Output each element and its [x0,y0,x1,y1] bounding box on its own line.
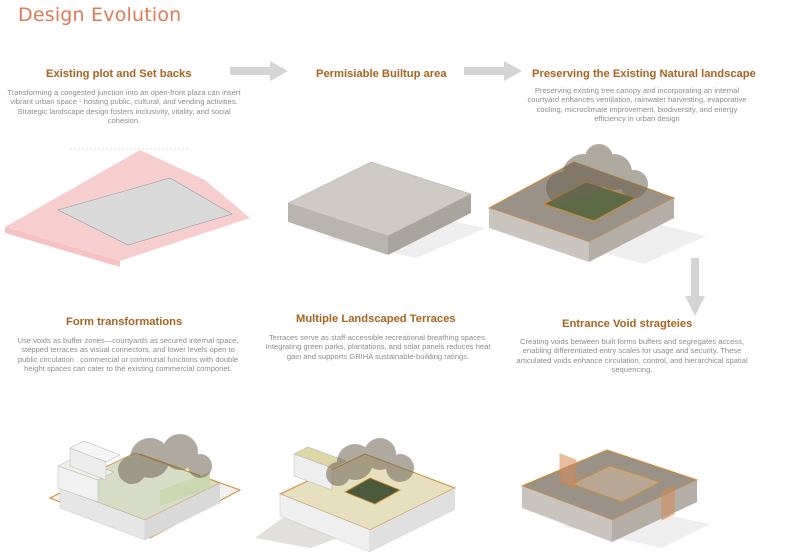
step-title-natural-landscape: Preserving the Existing Natural landscap… [532,68,756,80]
arrow-right-1 [230,61,288,81]
arrow-right-2 [464,61,522,81]
diagram-builtup-block [287,161,486,258]
step-desc-landscaped-terraces: Terraces serve as staff-accessible recre… [265,333,491,361]
step-title-builtup-area: Permisiable Builtup area [316,68,447,80]
step-desc-entrance-void: Creating voids between built forms buffe… [516,337,748,375]
step-desc-natural-landscape: Preserving existing tree canopy and inco… [527,86,747,124]
page-title: Design Evolution [18,4,182,26]
diagram-courtyard-block [487,144,706,264]
arrow-down [685,258,705,316]
step-desc-existing-plot: Transforming a congested junction into a… [7,88,241,126]
step-title-existing-plot: Existing plot and Set backs [46,68,192,80]
diagram-form-transformations [48,434,242,541]
step-title-landscaped-terraces: Multiple Landscaped Terraces [296,313,456,325]
step-title-entrance-void: Entrance Void stragteies [562,318,693,330]
step-desc-form-transformations: Use voids as buffer zones—courtyards as … [17,336,239,374]
step-title-form-transformations: Form transformations [66,316,183,328]
diagram-landscaped-terraces [255,438,457,552]
diagram-entrance-void [520,449,710,548]
diagram-existing-plot [5,148,250,267]
